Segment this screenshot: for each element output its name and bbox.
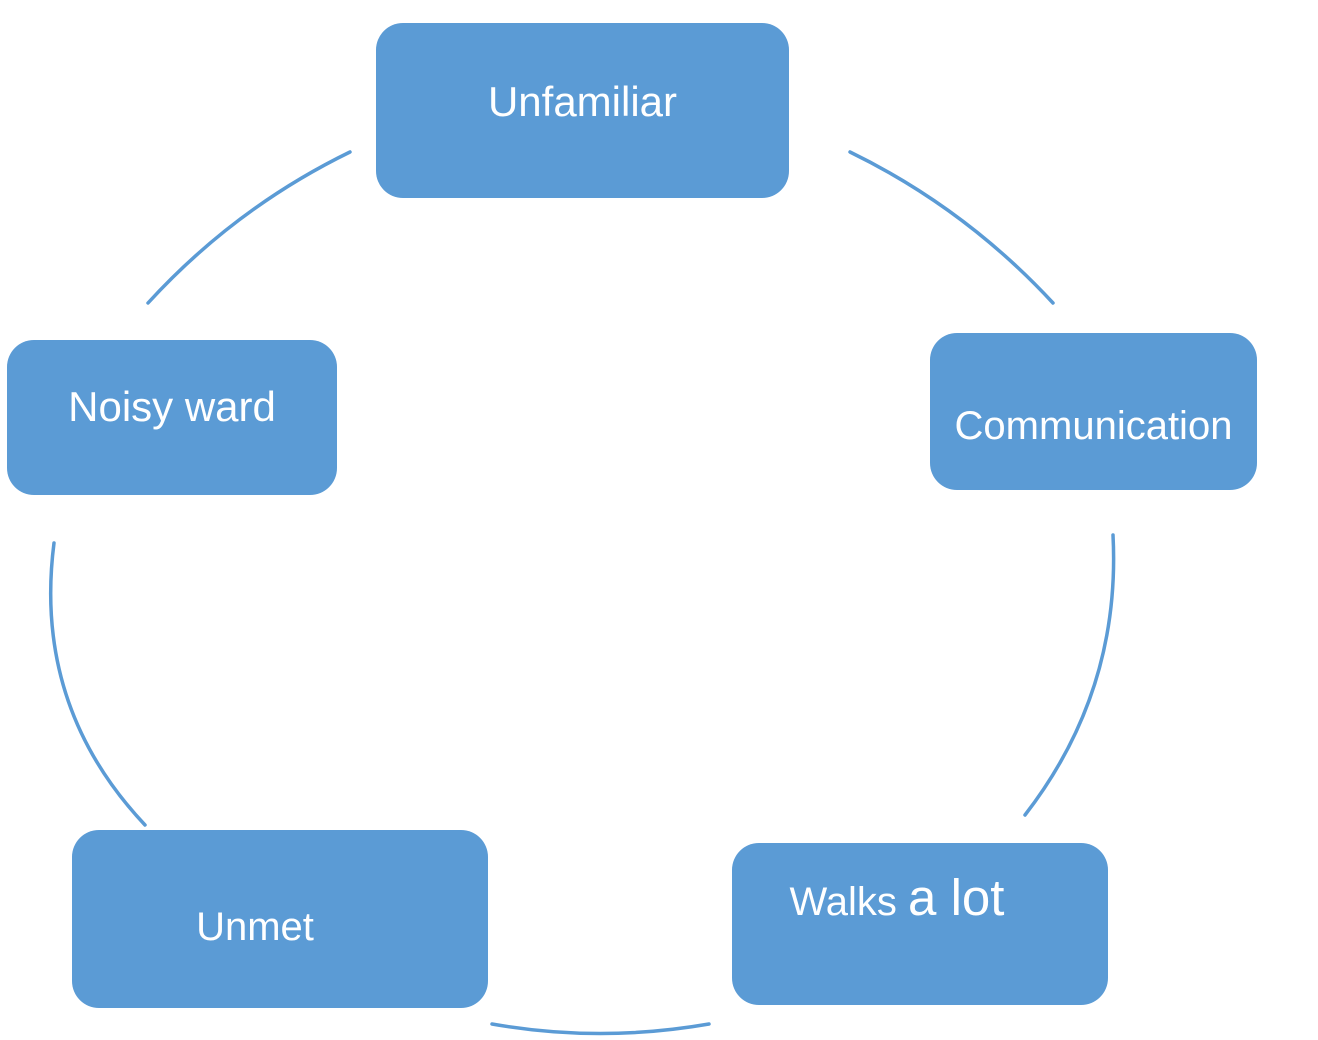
node-label: Unfamiliar [487,78,678,126]
node-noisy-ward[interactable]: Noisy ward [7,340,337,495]
connector-arc-walks-unmet [490,1022,711,1036]
node-label-run-large: a lot [908,868,1005,926]
node-unfamiliar[interactable]: Unfamiliar [376,23,789,198]
connector-arc-communication-walks [1023,533,1116,817]
node-label: Unmet [196,905,314,949]
node-label: Noisy ward [68,383,276,431]
connector-arc-unfamiliar-communication [848,150,1055,305]
node-label: Communication [954,403,1233,448]
connector-arc-noisyward-unfamiliar [146,150,352,305]
node-unmet[interactable]: Unmet [72,830,488,1008]
node-label: Walks a lot [789,868,1005,926]
connector-arc-unmet-noisyward [48,541,147,827]
node-walks-a-lot[interactable]: Walks a lot [732,843,1108,1005]
node-communication[interactable]: Communication [930,333,1257,490]
node-label-run-normal: Walks [789,879,909,924]
